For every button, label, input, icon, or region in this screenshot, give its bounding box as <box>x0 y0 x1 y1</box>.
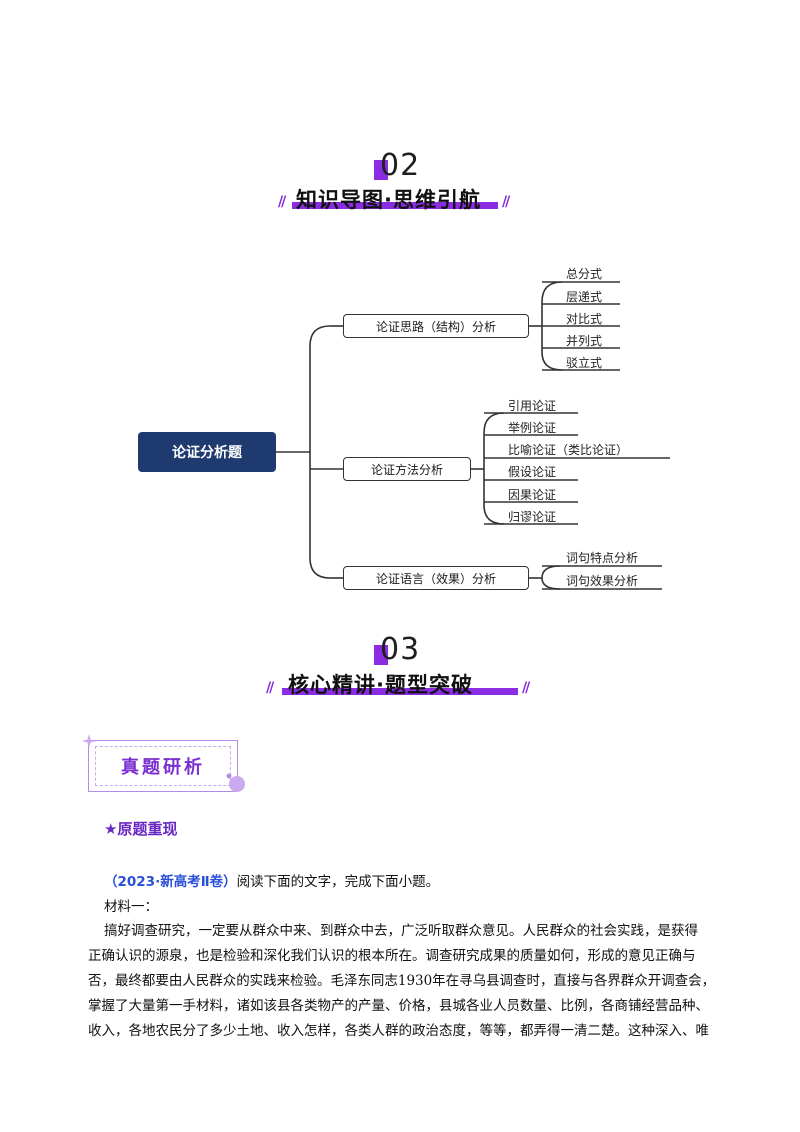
question-source: （2023·新高考Ⅱ卷） <box>104 874 237 890</box>
section-title: 知识导图·思维引航 <box>296 188 481 212</box>
mindmap-branch-method: 论证方法分析 <box>343 457 471 481</box>
mindmap-leaf: 并列式 <box>566 334 603 348</box>
title-underline-bar <box>282 688 518 695</box>
mindmap-leaf: 举例论证 <box>508 421 557 435</box>
badge-label: 真题研析 <box>95 746 231 786</box>
passage-line: 掌握了大量第一手材料，诸如该县各类物产的产量、价格，县城各业人员数量、比例，各商… <box>88 998 709 1014</box>
mindmap-root: 论证分析题 <box>138 432 276 472</box>
mindmap-leaf: 比喻论证（类比论证） <box>508 443 629 457</box>
section-number: 03 <box>380 632 421 667</box>
title-underline-bar <box>292 202 498 209</box>
mindmap-leaf: 假设论证 <box>508 465 557 479</box>
dot-decoration-icon <box>226 773 245 792</box>
mindmap-leaf: 总分式 <box>566 267 603 281</box>
question-instruction: 阅读下面的文字，完成下面小题。 <box>236 874 440 890</box>
section-number: 02 <box>380 148 421 183</box>
mindmap-leaf: 词句特点分析 <box>566 551 639 565</box>
mindmap-leaf: 层递式 <box>566 290 603 304</box>
original-question-heading: ★原题重现 <box>104 820 178 838</box>
mindmap-leaf: 对比式 <box>566 312 603 326</box>
passage-line: 否，最终都要由人民群众的实践来检验。毛泽东同志1930年在寻乌县调查时，直接与各… <box>88 973 716 989</box>
mindmap-leaf: 引用论证 <box>508 399 557 413</box>
passage-line: 搞好调查研究，一定要从群众中来、到群众中去，广泛听取群众意见。人民群众的社会实践… <box>104 923 698 939</box>
decor-slash-left: // <box>278 194 286 210</box>
section-title: 核心精讲·题型突破 <box>288 673 473 697</box>
passage-line: 正确认识的源泉，也是检验和深化我们认识的根本所在。调查研究成果的质量如何，形成的… <box>88 948 696 964</box>
mindmap-leaf: 驳立式 <box>566 356 603 370</box>
decor-slash-right: // <box>502 194 510 210</box>
badge-frame <box>88 740 238 792</box>
mindmap-leaf: 因果论证 <box>508 488 557 502</box>
mindmap-leaf: 归谬论证 <box>508 510 557 524</box>
mindmap-branch-structure: 论证思路（结构）分析 <box>343 314 529 338</box>
question-intro: （2023·新高考Ⅱ卷）阅读下面的文字，完成下面小题。 <box>104 870 439 890</box>
material-label: 材料一： <box>104 899 158 915</box>
sparkle-icon <box>82 734 96 748</box>
section-number-highlight <box>374 645 388 665</box>
mindmap-leaf: 词句效果分析 <box>566 574 639 588</box>
decor-slash-left: // <box>266 680 274 696</box>
section-number-highlight <box>374 160 388 180</box>
mindmap-branch-language: 论证语言（效果）分析 <box>343 566 529 590</box>
passage-line: 收入，各地农民分了多少土地、收入怎样，各类人群的政治态度，等等，都弄得一清二楚。… <box>88 1023 709 1039</box>
decor-slash-right: // <box>522 680 530 696</box>
